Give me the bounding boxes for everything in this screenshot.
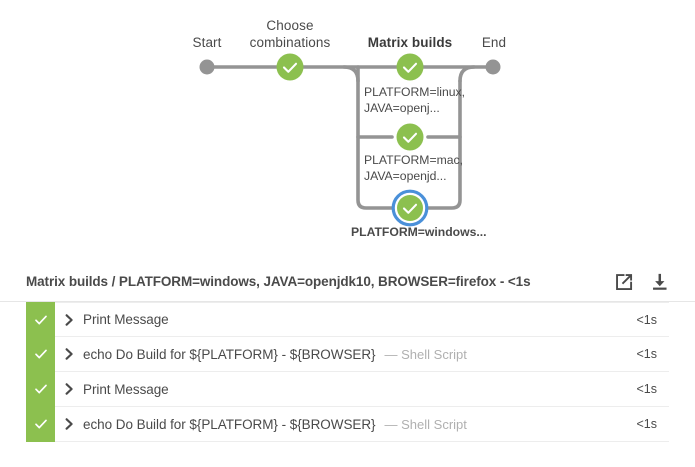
- step-type: — Shell Script: [384, 346, 467, 362]
- check-icon: [402, 203, 418, 214]
- expand-toggle[interactable]: [55, 348, 83, 360]
- stage-label-end[interactable]: End: [481, 35, 507, 50]
- step-duration: <1s: [636, 382, 657, 396]
- pipeline-graph: Start Choose combinations Matrix builds …: [192, 18, 507, 239]
- expand-toggle[interactable]: [55, 418, 83, 430]
- edge-spine-top-right: [458, 65, 476, 83]
- stage-label-matrix-builds[interactable]: Matrix builds: [367, 35, 453, 50]
- step-log-panel: Matrix builds / PLATFORM=windows, JAVA=o…: [0, 262, 695, 442]
- check-icon: [34, 349, 47, 359]
- pipeline-graph-canvas: [199, 53, 501, 227]
- node-branch-windows[interactable]: [391, 189, 429, 227]
- edge-branch-windows-out: [426, 79, 462, 210]
- chevron-right-icon: [65, 383, 73, 395]
- node-start[interactable]: [199, 59, 215, 75]
- selected-ring: [391, 189, 429, 227]
- table-row[interactable]: Print Message <1s: [26, 371, 669, 407]
- status-badge: [26, 336, 55, 372]
- stage-label-start[interactable]: Start: [192, 35, 222, 50]
- chevron-right-icon: [65, 313, 73, 326]
- step-title: Print Message: [83, 312, 169, 327]
- check-icon: [402, 62, 418, 73]
- status-badge: [26, 302, 55, 338]
- check-icon: [34, 315, 47, 325]
- table-row[interactable]: Print Message <1s: [26, 302, 669, 338]
- node-branch-mac[interactable]: [396, 123, 424, 151]
- step-list: Print Message <1s echo Do Build for ${PL…: [0, 302, 695, 442]
- log-header-title: Matrix builds / PLATFORM=windows, JAVA=o…: [26, 274, 531, 289]
- branch-label-windows[interactable]: PLATFORM=windows...: [351, 225, 487, 239]
- expand-toggle[interactable]: [55, 383, 83, 395]
- step-title: echo Do Build for ${PLATFORM} - ${BROWSE…: [83, 416, 376, 432]
- step-type: — Shell Script: [384, 416, 467, 432]
- log-header-actions: [614, 272, 669, 291]
- chevron-right-icon: [65, 418, 73, 430]
- table-row[interactable]: echo Do Build for ${PLATFORM} - ${BROWSE…: [26, 406, 669, 442]
- branch-label-mac[interactable]: PLATFORM=mac, JAVA=openjd...: [364, 153, 463, 183]
- branch-label-linux[interactable]: PLATFORM=linux, JAVA=openj...: [364, 85, 466, 115]
- step-title: Print Message: [83, 381, 169, 397]
- check-icon: [34, 419, 47, 429]
- node-choose-combinations[interactable]: [276, 53, 304, 81]
- check-icon: [282, 62, 298, 73]
- stage-label-choose-combinations[interactable]: Choose combinations: [249, 18, 331, 50]
- download-log-icon[interactable]: [650, 272, 669, 291]
- expand-toggle[interactable]: [55, 313, 83, 326]
- node-end[interactable]: [485, 59, 501, 75]
- step-duration: <1s: [636, 347, 657, 361]
- status-badge: [26, 406, 55, 442]
- edge-branch-windows-in: [356, 65, 394, 210]
- check-icon: [34, 384, 47, 394]
- open-in-new-window-icon[interactable]: [614, 272, 633, 291]
- chevron-right-icon: [65, 348, 73, 360]
- table-row[interactable]: echo Do Build for ${PLATFORM} - ${BROWSE…: [26, 336, 669, 372]
- edge-spine-top-left: [342, 65, 360, 83]
- log-header: Matrix builds / PLATFORM=windows, JAVA=o…: [0, 262, 695, 302]
- node-matrix-builds[interactable]: [396, 53, 424, 81]
- status-badge: [26, 371, 55, 407]
- step-duration: <1s: [636, 417, 657, 431]
- step-title: echo Do Build for ${PLATFORM} - ${BROWSE…: [83, 346, 376, 362]
- check-icon: [402, 132, 418, 143]
- step-duration: <1s: [636, 312, 657, 327]
